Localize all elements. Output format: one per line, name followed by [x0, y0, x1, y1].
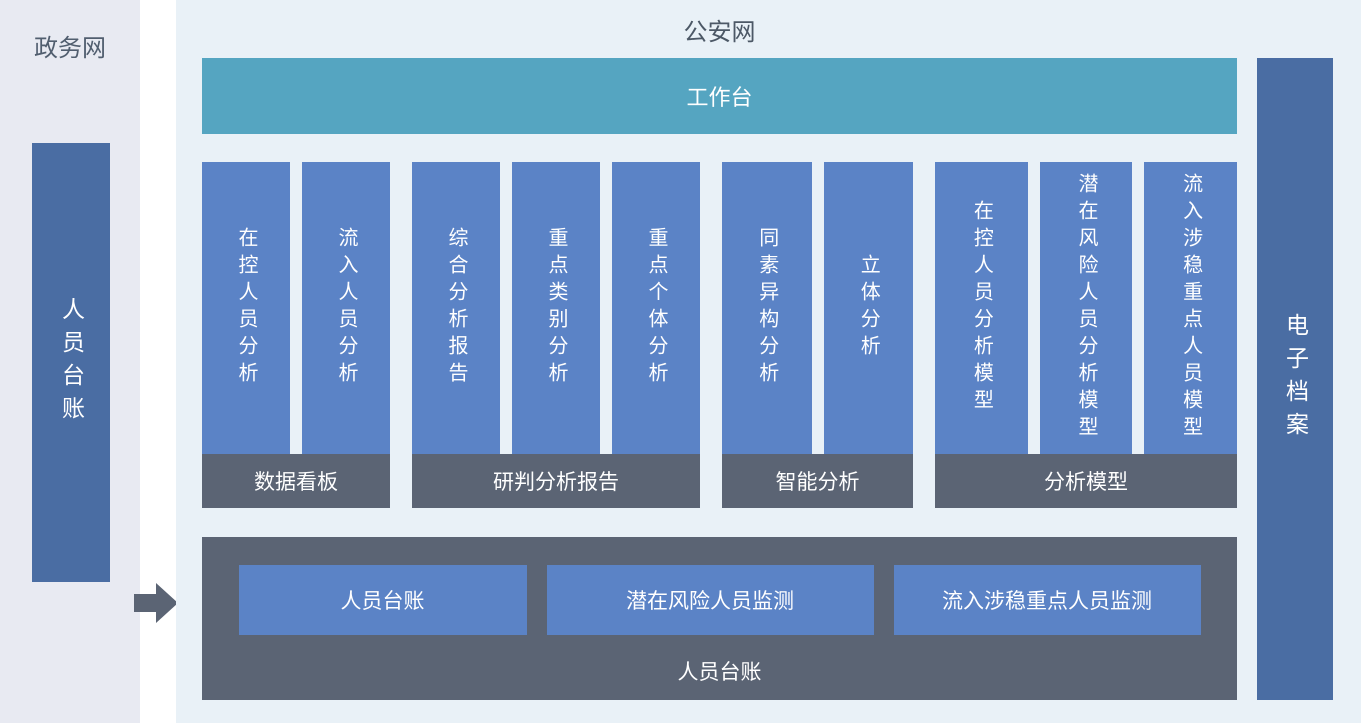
electronic-archive-bar: 电子档案 [1257, 58, 1333, 700]
workbench-bar-label: 工作台 [686, 85, 753, 110]
group-footer-data-dashboard: 数据看板 [202, 454, 390, 508]
module-groups: 在控人员分析 流入人员分析 数据看板 综合分析报告 重点类别分析 [202, 162, 1238, 508]
group-analysis-report: 综合分析报告 重点类别分析 重点个体分析 研判分析报告 [412, 162, 700, 508]
group-footer-intelligent-analysis: 智能分析 [722, 454, 913, 508]
gov-network-title: 政务网 [34, 35, 106, 62]
electronic-archive-bar-label: 电子档案 [1282, 313, 1309, 445]
group-analysis-models: 在控人员分析模型 潜在风险人员分析模型 流入涉稳重点人员模型 分析模型 [935, 162, 1238, 508]
module-inflow-key-personnel-model: 流入涉稳重点人员模型 [1144, 162, 1238, 454]
module-inflow-personnel-analysis: 流入人员分析 [302, 162, 390, 454]
block-inflow-key-personnel-monitoring: 流入涉稳重点人员监测 [893, 565, 1201, 635]
module-isomer-analysis: 同素异构分析 [722, 162, 812, 454]
personnel-ledger-side-bar: 人员台账 [32, 143, 110, 582]
personnel-ledger-panel-label: 人员台账 [677, 661, 762, 684]
group-intelligent-analysis: 同素异构分析 立体分析 智能分析 [722, 162, 913, 508]
police-network-title: 公安网 [683, 18, 756, 46]
module-key-category-analysis: 重点类别分析 [512, 162, 600, 454]
group-footer-analysis-models: 分析模型 [935, 454, 1237, 508]
module-comprehensive-analysis-report: 综合分析报告 [412, 162, 500, 454]
module-in-control-personnel-analysis: 在控人员分析 [202, 162, 290, 454]
group-data-dashboard: 在控人员分析 流入人员分析 数据看板 [202, 162, 390, 508]
workbench-bar: 工作台 [202, 58, 1237, 134]
module-key-individual-analysis: 重点个体分析 [612, 162, 700, 454]
module-in-control-personnel-model: 在控人员分析模型 [935, 162, 1028, 454]
police-network-zone: 公安网 工作台 在控人员分析 流入人员分析 数据看板 综 [176, 0, 1361, 723]
block-potential-risk-monitoring: 潜在风险人员监测 [546, 565, 874, 635]
module-stereo-analysis: 立体分析 [823, 162, 913, 454]
group-footer-analysis-report: 研判分析报告 [412, 454, 700, 508]
personnel-ledger-side-bar-label: 人员台账 [58, 296, 85, 429]
right-arrow-icon [134, 583, 178, 623]
block-personnel-ledger: 人员台账 [238, 565, 527, 635]
gov-network-zone: 政务网 人员台账 [0, 0, 140, 723]
module-potential-risk-personnel-model: 潜在风险人员分析模型 [1039, 162, 1133, 454]
personnel-ledger-panel: 人员台账 潜在风险人员监测 流入涉稳重点人员监测 人员台账 [202, 537, 1237, 700]
